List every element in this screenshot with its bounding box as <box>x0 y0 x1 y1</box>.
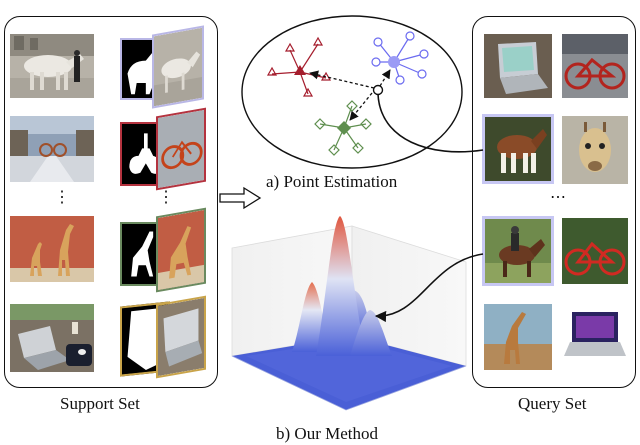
support-photo-horse <box>10 34 94 98</box>
blue-support-point <box>417 69 427 79</box>
support-set-caption: Support Set <box>60 394 140 413</box>
query-point <box>372 84 384 96</box>
blue-support-point <box>395 75 405 85</box>
query-photo-laptop-1 <box>484 34 552 98</box>
green-prototype <box>337 121 351 135</box>
support-mask-laptop <box>120 301 170 377</box>
green-support-point <box>328 144 340 156</box>
red-support-point <box>266 66 278 76</box>
support-photo-giraffe <box>10 216 94 282</box>
red-support-point <box>284 42 296 52</box>
support-overlay-bike <box>156 107 206 191</box>
support-ellipsis-right: ⋮ <box>158 189 174 206</box>
connector-surface-to-horse-rider <box>374 253 484 323</box>
blue-support-point <box>373 37 383 47</box>
query-ellipsis: ⋯ <box>550 189 566 206</box>
red-prototype <box>294 65 306 75</box>
point-estimation-ellipse <box>241 15 463 169</box>
query-set-panel <box>472 16 636 388</box>
blue-support-point <box>405 31 415 41</box>
red-support-point <box>312 36 324 46</box>
support-overlay-horse <box>152 25 204 109</box>
support-ellipsis-left: ⋮ <box>54 189 70 206</box>
query-photo-giraffe-2 <box>484 304 552 370</box>
support-overlay-laptop <box>156 295 206 379</box>
red-support-point <box>302 87 314 97</box>
query-photo-laptop-2 <box>562 304 628 368</box>
panel-b-caption: b) Our Method <box>276 424 378 443</box>
query-photo-giraffe-1 <box>562 116 628 184</box>
query-photo-horse-highlight <box>482 114 554 184</box>
support-set-panel <box>4 16 218 388</box>
distance-arrows <box>309 69 391 121</box>
connector-query-to-horse <box>377 93 484 153</box>
support-photo-laptop <box>10 304 94 372</box>
support-overlay-giraffe <box>156 207 206 293</box>
hollow-arrow <box>219 186 262 210</box>
support-photo-bike <box>10 116 94 182</box>
panel-a-caption: a) Point Estimation <box>266 172 398 191</box>
green-support-point <box>352 142 364 154</box>
blue-support-point <box>419 49 429 59</box>
blue-support-point <box>371 57 381 67</box>
query-photo-horse-rider-highlight <box>482 216 554 286</box>
query-set-caption: Query Set <box>518 394 587 413</box>
green-support-point <box>314 118 326 130</box>
query-photo-bike-2 <box>562 218 628 284</box>
query-photo-bike-1 <box>562 34 628 98</box>
density-surface <box>231 216 467 411</box>
blue-prototype <box>388 56 400 68</box>
green-support-point <box>360 118 372 130</box>
